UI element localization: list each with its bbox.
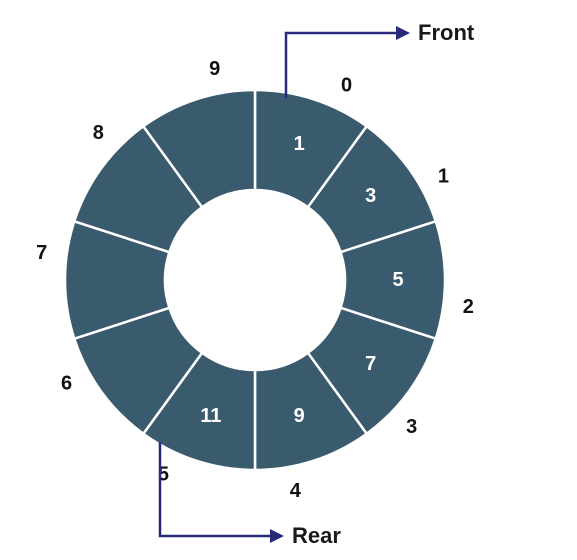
rear-arrow-icon	[270, 529, 284, 543]
slot-index-3: 3	[406, 416, 417, 438]
slot-value-2: 5	[392, 269, 403, 291]
front-arrow-icon	[396, 26, 410, 40]
slot-index-6: 6	[61, 373, 72, 395]
front-label: Front	[418, 20, 475, 45]
slot-value-1: 3	[365, 185, 376, 207]
rear-pointer-line	[158, 442, 272, 538]
slot-value-4: 9	[294, 405, 305, 427]
front-pointer-line	[284, 31, 398, 98]
rear-pointer: Rear	[158, 442, 341, 548]
slot-index-labels: 0 1 2 3 4 5 6 7 8 9	[36, 58, 474, 502]
slot-index-0: 0	[341, 74, 352, 96]
slot-index-7: 7	[36, 242, 47, 264]
slot-index-8: 8	[93, 122, 104, 144]
slot-index-4: 4	[290, 480, 302, 502]
slot-index-5: 5	[158, 464, 169, 486]
slot-value-0: 1	[294, 133, 305, 155]
queue-ring: 1 3 5 7 9 11	[63, 88, 447, 472]
rear-label: Rear	[292, 523, 341, 548]
slot-index-1: 1	[438, 165, 449, 187]
slot-index-2: 2	[463, 296, 474, 318]
slot-value-5: 11	[200, 405, 221, 427]
slot-index-9: 9	[209, 58, 220, 80]
queue-slot-9	[141, 88, 257, 209]
front-pointer: Front	[284, 20, 475, 98]
slot-value-3: 7	[365, 353, 376, 375]
